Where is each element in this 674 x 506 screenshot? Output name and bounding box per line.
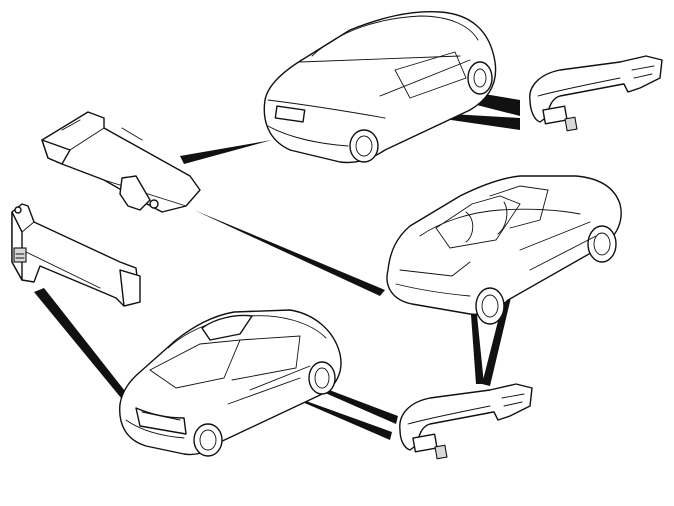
leader-module-to-convertible [194,210,385,296]
leader-coupe-to-module [180,140,272,164]
coupe-rear-view [263,10,497,164]
antenna-module-lower [11,203,141,307]
convertible [386,175,622,325]
door-handle-lower [399,383,533,460]
leader-hatch-to-module [34,288,132,404]
hatchback [119,309,342,457]
door-handle-upper [529,55,663,132]
antenna-module-upper [41,111,201,213]
